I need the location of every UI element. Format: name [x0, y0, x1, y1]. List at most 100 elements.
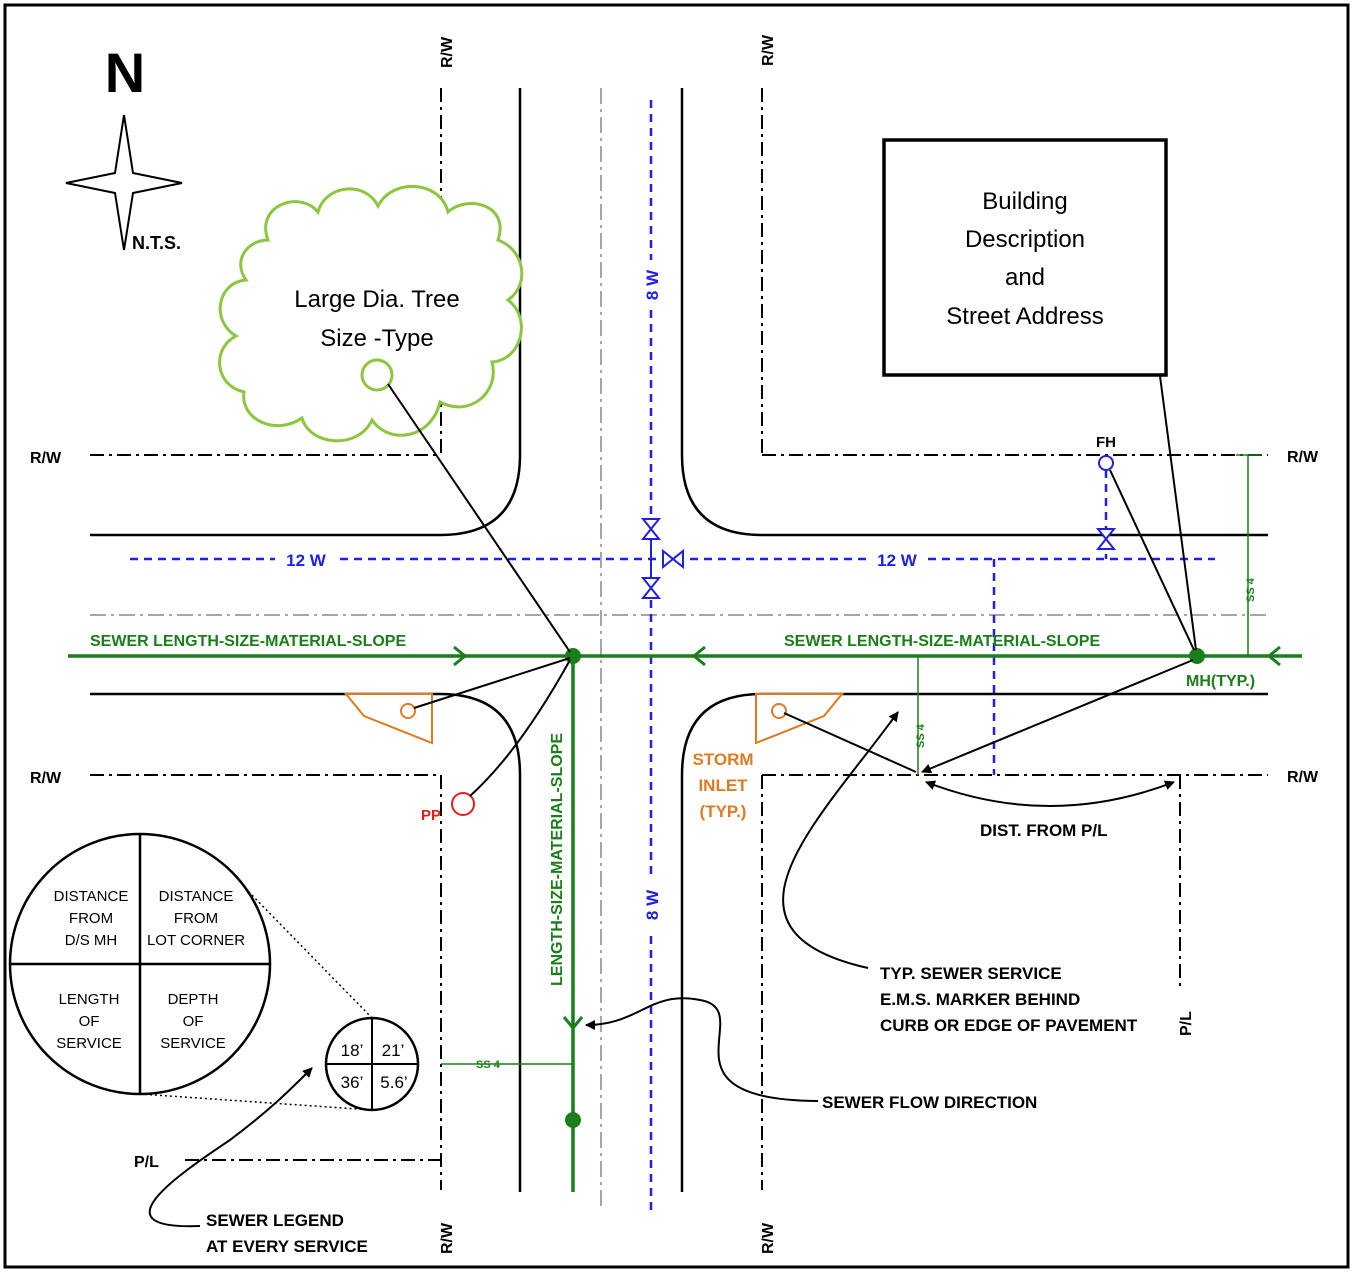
rw-label-left-upper: R/W [30, 450, 62, 467]
leader-pp-to-mh [469, 659, 571, 797]
north-label: N [105, 41, 145, 104]
callout-notes: DIST. FROM P/L TYP. SEWER SERVICE E.M.S.… [206, 821, 1138, 1256]
storm-label-line1: STORM [692, 750, 753, 769]
fire-hydrant-icon [1098, 455, 1114, 471]
leader-legend-note [148, 1067, 313, 1228]
pl-label-bottom-left: P/L [134, 1154, 159, 1171]
valve-icon-east [662, 548, 684, 570]
storm-inlets [343, 693, 845, 745]
tree-label-line1: Large Dia. Tree [294, 286, 459, 313]
curb-northwest [90, 88, 522, 537]
power-pole-icon [451, 792, 475, 816]
note-legend-2: AT EVERY SERVICE [206, 1237, 368, 1256]
storm-inlet-grate-west [400, 703, 416, 719]
sewer-flow-arrows [453, 645, 1281, 1031]
water-label-bg-south [640, 880, 662, 930]
tree-trunk-icon [360, 358, 394, 392]
curb-southeast [680, 692, 1268, 1192]
drawing-border [3, 3, 1350, 1269]
legend-tl-2: FROM [69, 910, 113, 927]
storm-label-line2: INLET [698, 776, 748, 795]
legend-tr-2: FROM [174, 910, 218, 927]
storm-inlet-icon-east [755, 693, 845, 745]
manhole-label: MH(TYP.) [1186, 673, 1255, 690]
legend-small-tl: 18’ [341, 1041, 364, 1060]
scale-note: N.T.S. [132, 233, 181, 253]
building-line1: Building [982, 188, 1067, 215]
note-typ-service-2: E.M.S. MARKER BEHIND [880, 990, 1080, 1009]
sewer-legend-large: DISTANCE FROM D/S MH DISTANCE FROM LOT C… [8, 832, 272, 1096]
note-typ-service-3: CURB OR EDGE OF PAVEMENT [880, 1016, 1138, 1035]
water-label-bg-north [640, 260, 662, 310]
sewer-label-west: SEWER LENGTH-SIZE-MATERIAL-SLOPE [90, 633, 406, 650]
storm-inlet-icon-west [343, 693, 433, 745]
sewer-labels: SEWER LENGTH-SIZE-MATERIAL-SLOPE SEWER L… [90, 633, 1255, 986]
legend-br-2: OF [183, 1013, 204, 1030]
legend-connectors [139, 887, 373, 1111]
leader-inlet-east-to-service [783, 712, 917, 773]
note-dist-from-pl: DIST. FROM P/L [980, 821, 1108, 840]
leader-lines [148, 375, 1197, 1228]
water-label-bg-east [866, 548, 928, 570]
legend-small-bl: 36’ [341, 1073, 364, 1092]
flow-arrow-icon-south [562, 1016, 584, 1031]
building-line4: Street Address [946, 303, 1103, 330]
power-pole: PP [421, 792, 475, 824]
rw-label-left-lower: R/W [30, 770, 62, 787]
water-labels: 12 W 12 W 8 W 8 W [286, 269, 918, 920]
legend-bl-1: LENGTH [59, 991, 120, 1008]
fire-hydrant-label: FH [1096, 434, 1116, 451]
legend-small-tr: 21’ [382, 1041, 405, 1060]
building-box: Building Description and Street Address [882, 138, 1168, 377]
rw-label-right-upper: R/W [1287, 449, 1319, 466]
ss-label-south: SS 4 [476, 1059, 501, 1071]
valve-icon-north [640, 518, 662, 540]
manhole-icon-south [565, 1112, 581, 1128]
curb-northeast [680, 88, 1268, 537]
manhole-icon-intersection [565, 648, 581, 664]
legend-tr-1: DISTANCE [159, 888, 234, 905]
rw-label-bottom-left: R/W [439, 1222, 456, 1254]
sewer-mains [68, 654, 1302, 1192]
leader-mh-to-service [921, 659, 1194, 774]
sewer-service-east-vertical [1236, 454, 1262, 656]
ss-label-service: SS 4 [915, 723, 927, 748]
tree-label-line2: Size -Type [320, 325, 433, 352]
water-valves [640, 518, 1117, 599]
pl-label-right: P/L [1178, 1011, 1195, 1036]
sewer-label-east: SEWER LENGTH-SIZE-MATERIAL-SLOPE [784, 633, 1100, 650]
flow-arrow-icon-west [453, 645, 468, 667]
valve-icon-south [640, 577, 662, 599]
leader-building-to-mh [1159, 375, 1197, 651]
water-label-west: 12 W [286, 551, 327, 570]
rw-label-top-left: R/W [439, 36, 456, 68]
legend-connector-bottom [139, 1093, 373, 1111]
flow-arrow-icon-east [691, 645, 706, 667]
sewer-label-south: LENGTH-SIZE-MATERIAL-SLOPE [549, 733, 566, 986]
storm-label-line3: (TYP.) [700, 802, 747, 821]
sewer-services [441, 454, 1262, 1065]
legend-bl-3: SERVICE [56, 1035, 122, 1052]
fire-hydrant: FH [1096, 434, 1116, 471]
note-typ-service-1: TYP. SEWER SERVICE [880, 964, 1062, 983]
legend-tl-3: D/S MH [65, 932, 118, 949]
note-legend-1: SEWER LEGEND [206, 1211, 344, 1230]
rw-labels: R/W R/W R/W R/W R/W R/W R/W R/W P/L P/L [30, 34, 1319, 1254]
water-label-north: 8 W [643, 269, 662, 300]
sewer-legend-small: 18’ 21’ 36’ 5.6’ [324, 1016, 420, 1112]
compass-star-icon [65, 114, 183, 251]
leader-flow-direction [585, 997, 819, 1102]
power-pole-label: PP [421, 807, 441, 824]
leader-tree-to-mh [387, 383, 571, 653]
legend-tl-1: DISTANCE [54, 888, 129, 905]
legend-bl-2: OF [79, 1013, 100, 1030]
legend-small-br: 5.6’ [380, 1073, 407, 1092]
storm-inlet-grate-east [771, 703, 787, 719]
north-arrow: N N.T.S. [65, 41, 183, 253]
valve-icon-hydrant [1095, 528, 1117, 550]
leader-inlet-to-mh [413, 657, 571, 709]
service-labels: SS 4 SS 4 SS 4 [476, 577, 1257, 1071]
rw-label-top-right: R/W [760, 34, 777, 66]
water-label-east: 12 W [877, 551, 918, 570]
water-label-south: 8 W [643, 889, 662, 920]
